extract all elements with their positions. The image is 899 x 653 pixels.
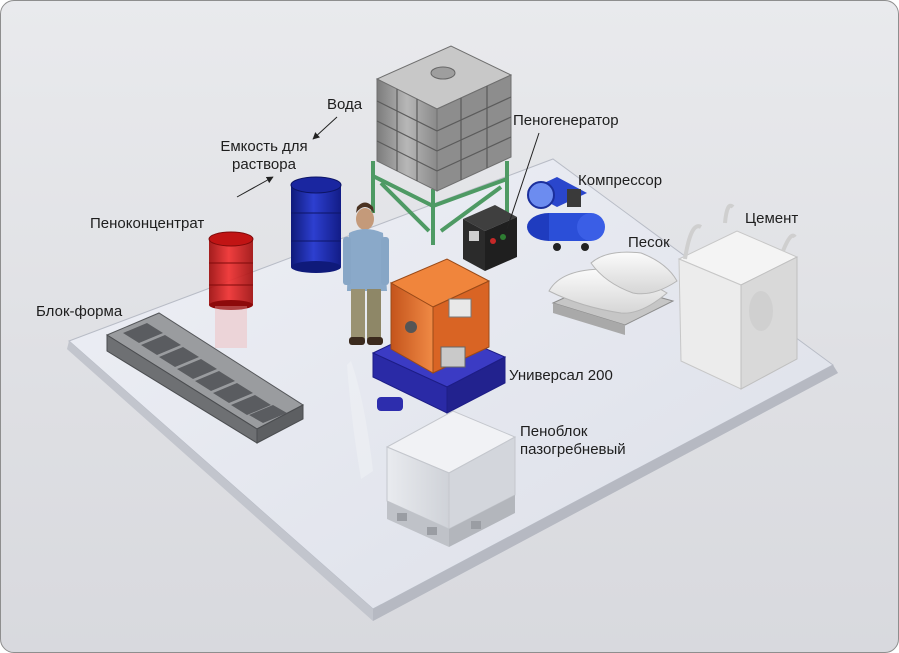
block-mold: [105, 312, 304, 444]
foam-concentrate-barrel: [208, 231, 254, 348]
tank-stand: [371, 161, 509, 245]
operator-figure: [343, 202, 389, 479]
label-universal-200: Универсал 200: [509, 367, 613, 384]
compressor: [527, 177, 605, 251]
label-cement: Цемент: [745, 210, 799, 227]
label-foam-block-line1: Пеноблок: [520, 423, 588, 440]
water-barrel: [290, 176, 342, 273]
label-solution-tank-line1: Емкость для: [220, 138, 308, 155]
label-solution-tank-line2: раствора: [232, 156, 296, 173]
label-sand: Песок: [628, 234, 670, 251]
label-foam-block-line2: пазогребневый: [520, 441, 626, 458]
foam-generator: [463, 205, 517, 271]
label-water: Вода: [327, 96, 363, 113]
water-leader-arrow: [312, 116, 338, 140]
sand-bags: [548, 251, 678, 335]
label-block-mold: Блок-форма: [36, 303, 123, 320]
label-foam-generator: Пеногенератор: [513, 112, 619, 129]
label-foam-concentrate: Пеноконцентрат: [90, 215, 205, 232]
water-tank: [371, 45, 513, 245]
cement-bigbag: [677, 203, 799, 390]
solution-tank-leader-arrow: [236, 176, 274, 198]
universal-200-mixer: [371, 258, 507, 414]
label-solution-tank: Емкость для раствора: [215, 138, 313, 174]
annotation-leaders: [236, 116, 540, 230]
label-compressor: Компрессор: [578, 172, 663, 189]
label-foam-block: Пеноблок пазогребневый: [520, 423, 626, 459]
mold-cells: [123, 323, 287, 423]
foam-generator-leader: [506, 132, 540, 230]
foam-block-stack: [385, 410, 517, 547]
